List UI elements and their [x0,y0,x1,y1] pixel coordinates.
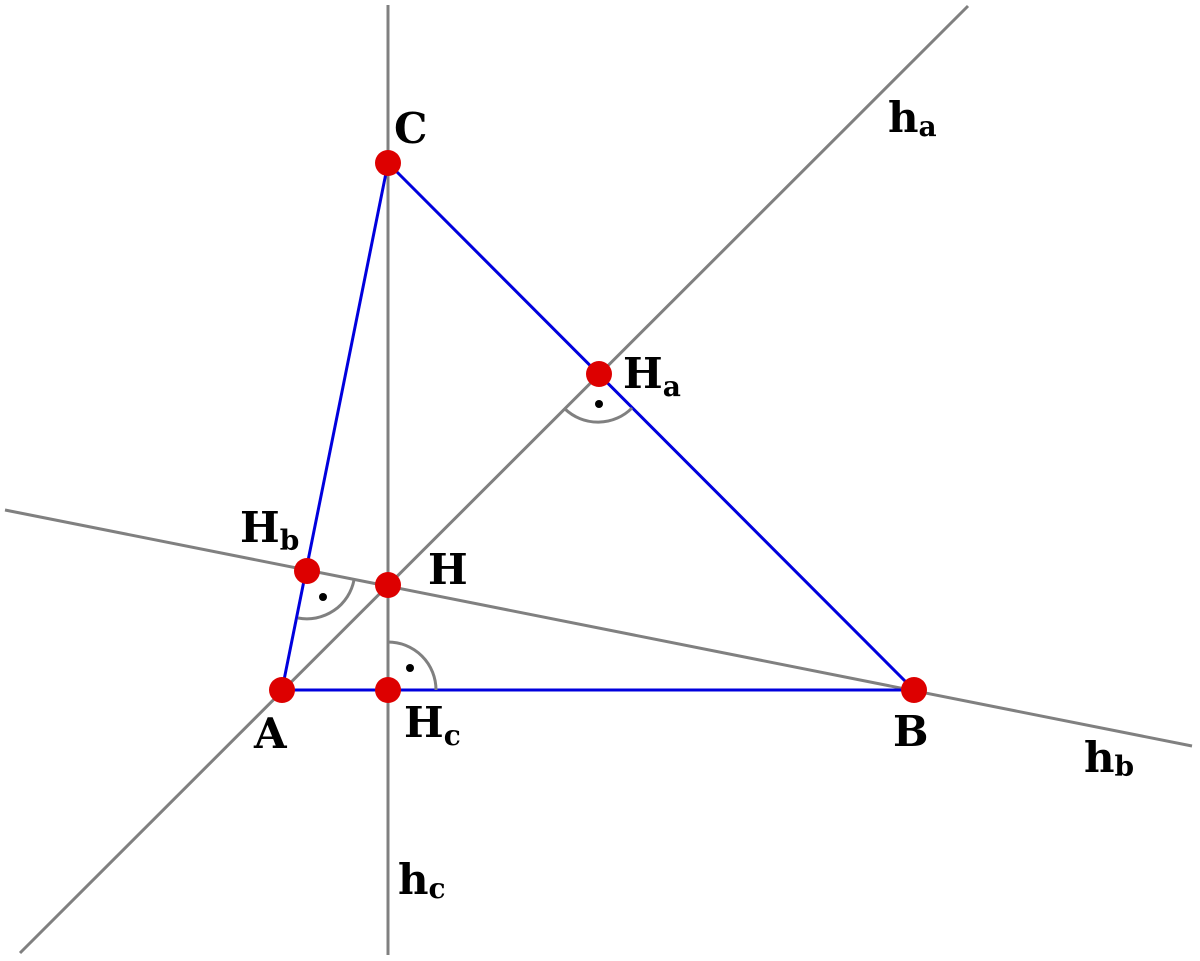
label-line-ha: ha [888,93,937,143]
altitude-line-ha [18,4,970,955]
right-angle-mark-hc [387,640,438,691]
right-angle-mark-ha [563,400,634,424]
label-hc: Hc [404,698,461,752]
right-angle-mark-hb [297,579,356,621]
label-h: H [428,545,468,594]
point-a [269,677,295,703]
label-hb: Hb [240,503,299,557]
side-ca [280,162,390,691]
label-line-hc: hc [398,855,446,905]
side-bc [386,161,916,692]
point-hb [294,558,320,584]
label-line-hb: hb [1084,733,1134,783]
point-c [375,150,401,176]
point-h [375,572,401,598]
label-b: B [893,707,929,756]
point-ha [586,361,612,387]
label-ha: Ha [623,349,681,403]
point-hc [375,677,401,703]
label-a: A [253,709,288,758]
label-c: C [394,104,427,153]
altitude-line-hb [4,508,1193,748]
point-b [901,677,927,703]
